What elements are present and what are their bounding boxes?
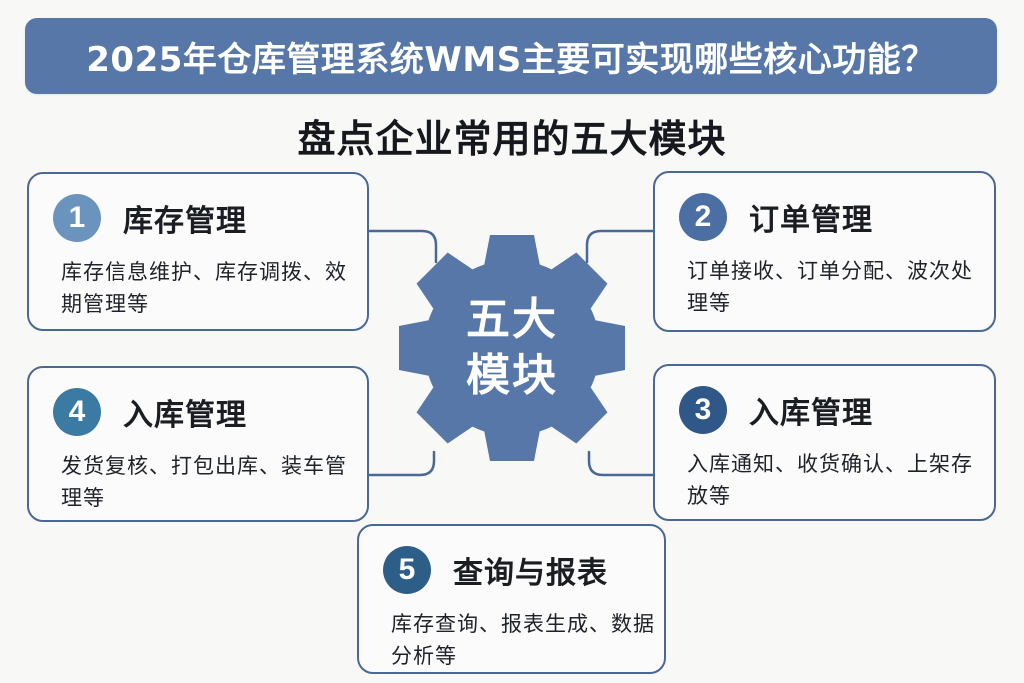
module-description: 入库通知、收货确认、上架存放等 [687,452,973,508]
page-subtitle: 盘点企业常用的五大模块 [297,117,727,161]
module-title: 入库管理 [749,396,873,431]
center-gear: 五大 模块 [397,233,627,463]
page-title: 2025年仓库管理系统WMS主要可实现哪些核心功能？ [86,39,936,80]
gear-label-line1: 五大 [466,294,558,345]
module-description: 订单接收、订单分配、波次处理等 [687,259,973,315]
module-description: 库存查询、报表生成、数据分析等 [391,612,655,668]
module-card-outbound: 4 入库管理 发货复核、打包出库、装车管理等 [27,366,369,522]
gear-label-line2: 模块 [466,350,558,401]
module-title: 入库管理 [123,398,247,433]
number-badge: 2 [679,193,727,241]
module-card-reports: 5 查询与报表 库存查询、报表生成、数据分析等 [357,524,666,674]
module-description: 库存信息维护、库存调拨、效期管理等 [61,260,347,316]
module-description: 发货复核、打包出库、装车管理等 [61,454,347,510]
gear-label: 五大 模块 [397,233,627,463]
number-badge: 4 [53,388,101,436]
module-card-inbound: 3 入库管理 入库通知、收货确认、上架存放等 [653,364,996,521]
number-badge: 1 [53,194,101,242]
number-badge: 3 [679,386,727,434]
module-title: 查询与报表 [453,556,608,591]
module-card-inventory: 1 库存管理 库存信息维护、库存调拨、效期管理等 [27,172,369,331]
number-badge: 5 [383,546,431,594]
module-title: 订单管理 [749,203,873,238]
module-card-orders: 2 订单管理 订单接收、订单分配、波次处理等 [653,171,996,332]
gear-icon [399,235,625,461]
module-title: 库存管理 [123,204,247,239]
title-banner: 2025年仓库管理系统WMS主要可实现哪些核心功能？ [25,18,997,94]
